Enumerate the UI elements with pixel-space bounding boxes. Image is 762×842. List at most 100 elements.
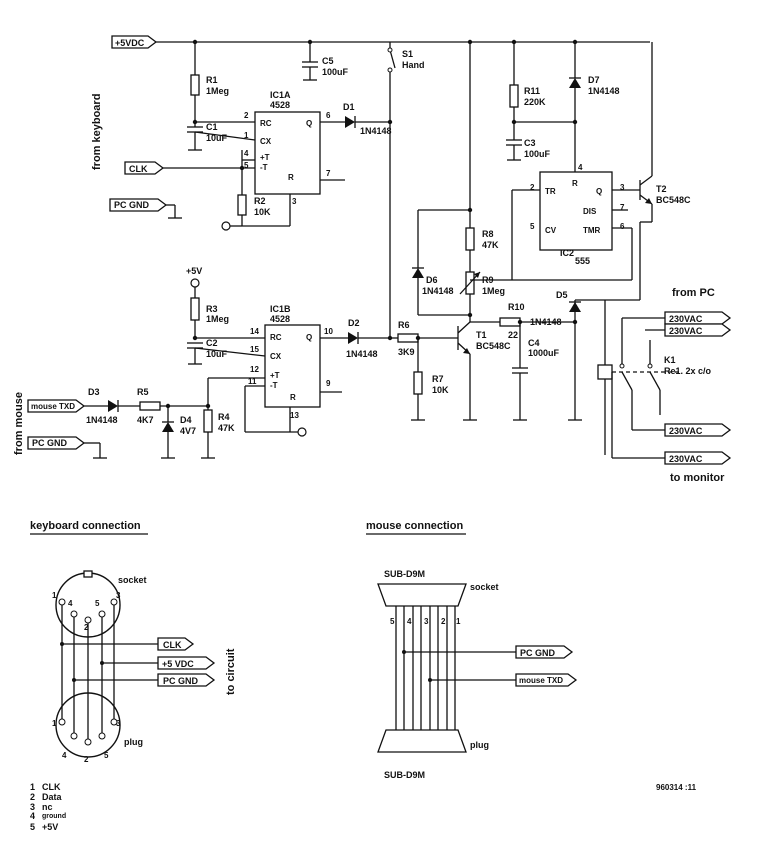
ic1b-pin-tm: -T [270, 381, 278, 390]
mouse-connection: mouse connection SUB-D9M socket 5 4 3 2 … [366, 520, 578, 780]
ic2-555: R TR Q DIS CV TMR IC2 555 4 2 5 3 7 6 [470, 163, 640, 281]
supply-rail: +5VDC [111, 35, 650, 49]
mains-1-label: 230VAC [669, 314, 703, 324]
d1-value: 1N4148 [360, 126, 392, 136]
svg-text:9: 9 [326, 379, 331, 388]
supply-label: +5VDC [115, 38, 145, 48]
diode-d6: D6 1N4148 [412, 209, 470, 316]
d4-value: 4V7 [180, 426, 196, 436]
from-keyboard-label: from keyboard [91, 94, 103, 170]
svg-text:4: 4 [578, 163, 583, 172]
mouse-txd-input-label: mouse TXD [31, 402, 75, 411]
r5-label: R5 [137, 387, 149, 397]
svg-text:1: 1 [244, 131, 249, 140]
ic2-label: IC2 [560, 248, 574, 258]
ic2-pin-cv: CV [545, 226, 557, 235]
keyboard-connection-title: keyboard connection [30, 520, 141, 532]
legend-num-3: 3 [30, 802, 35, 812]
diode-d7: D7 1N4148 [514, 42, 620, 172]
resistor-r10: R10 22 [470, 302, 578, 340]
capacitor-c3: C3 100uF [506, 122, 551, 161]
mains-4-label: 230VAC [669, 454, 703, 464]
pin-legend: 1 CLK 2 Data 3 nc 4 ground 5 +5V [30, 782, 66, 832]
svg-text:4: 4 [68, 599, 73, 608]
t1-label: T1 [476, 330, 487, 340]
c1-label: C1 [206, 122, 218, 132]
potentiometer-r9: R9 1Meg [459, 271, 505, 318]
ic1b-pin-r: R [290, 393, 296, 402]
r2-label: R2 [254, 196, 266, 206]
svg-text:3: 3 [116, 719, 121, 728]
legend-num-1: 1 [30, 782, 35, 792]
plus5v-supply: +5V R3 1Meg [186, 266, 229, 338]
ic1a-pin-tm: -T [260, 163, 268, 172]
ic1b-pin-cx: CX [270, 352, 282, 361]
ic2-pin-dis: DIS [583, 207, 597, 216]
ic1b-pin-rc: RC [270, 333, 282, 342]
legend-num-5: 5 [30, 822, 35, 832]
ic2-pin-tmr: TMR [583, 226, 601, 235]
to-monitor-label: to monitor [670, 472, 725, 484]
legend-text-1: CLK [42, 782, 61, 792]
legend-num-2: 2 [30, 792, 35, 802]
pc-gnd-bottom: PC GND [27, 436, 107, 459]
c1-value: 10uF [206, 133, 228, 143]
kbd-clk-label: CLK [163, 640, 182, 650]
legend-text-5: +5V [42, 822, 58, 832]
wire-num-2: 2 [441, 617, 446, 626]
relay-label: K1 [664, 355, 676, 365]
ic1a-pin-cx: CX [260, 137, 272, 146]
r4-label: R4 [218, 412, 230, 422]
r8-label: R8 [482, 229, 494, 239]
kbd-pc-gnd-label: PC GND [163, 676, 199, 686]
resistor-r4: R4 47K [201, 406, 235, 459]
legend-num-4: 4 [30, 811, 35, 821]
d1-label: D1 [343, 102, 355, 112]
c5-value: 100uF [322, 67, 349, 77]
ic2-pin-q: Q [596, 187, 602, 196]
d7-value: 1N4148 [588, 86, 620, 96]
svg-text:7: 7 [326, 169, 331, 178]
svg-text:5: 5 [104, 751, 109, 760]
r10-value: 22 [508, 330, 518, 340]
keyboard-plug-label: plug [124, 737, 143, 747]
svg-text:2: 2 [84, 623, 89, 632]
d6-value: 1N4148 [422, 286, 454, 296]
subd-top-label: SUB-D9M [384, 569, 425, 579]
svg-text:2: 2 [530, 183, 535, 192]
capacitor-c2: C2 10uF [187, 335, 266, 365]
plus5v-label: +5V [186, 266, 202, 276]
from-mouse-label: from mouse [13, 392, 25, 455]
subd-bottom-label: SUB-D9M [384, 770, 425, 780]
svg-text:15: 15 [250, 345, 259, 354]
svg-text:2: 2 [84, 755, 89, 764]
c4-value: 1000uF [528, 348, 560, 358]
mouse-txd-input: mouse TXD D3 1N4148 R5 4K7 [27, 377, 265, 425]
pc-gnd-top: PC GND [109, 198, 182, 219]
c4-label: C4 [528, 338, 540, 348]
r1-label: R1 [206, 75, 218, 85]
ic1a-pin-tp: +T [260, 153, 270, 162]
d3-label: D3 [88, 387, 100, 397]
ic1a-pin-q: Q [306, 119, 312, 128]
relay-desc: Re1. 2x c/o [664, 366, 712, 376]
svg-text:3: 3 [292, 197, 297, 206]
transistor-t1: T1 BC548C [457, 315, 511, 421]
keyboard-connection: keyboard connection 1 4 5 3 2 socket 1 3… [30, 520, 237, 832]
svg-text:4: 4 [244, 149, 249, 158]
capacitor-c4: C4 1000uF [512, 322, 560, 421]
svg-text:5: 5 [95, 599, 100, 608]
switch-s1: S1 Hand [387, 42, 425, 340]
svg-text:1: 1 [52, 719, 57, 728]
mains-tag-3: 230VAC [664, 423, 732, 437]
t2-value: BC548C [656, 195, 691, 205]
s1-name: Hand [402, 60, 425, 70]
r6-label: R6 [398, 320, 410, 330]
resistor-r6: R6 3K9 [390, 320, 458, 357]
r11-label: R11 [524, 86, 540, 96]
wire-num-3: 3 [424, 617, 429, 626]
kbd-5vdc-label: +5 VDC [162, 659, 194, 669]
legend-text-4: ground [42, 813, 66, 820]
relay-k1: K1 Re1. 2x c/o [597, 300, 712, 459]
